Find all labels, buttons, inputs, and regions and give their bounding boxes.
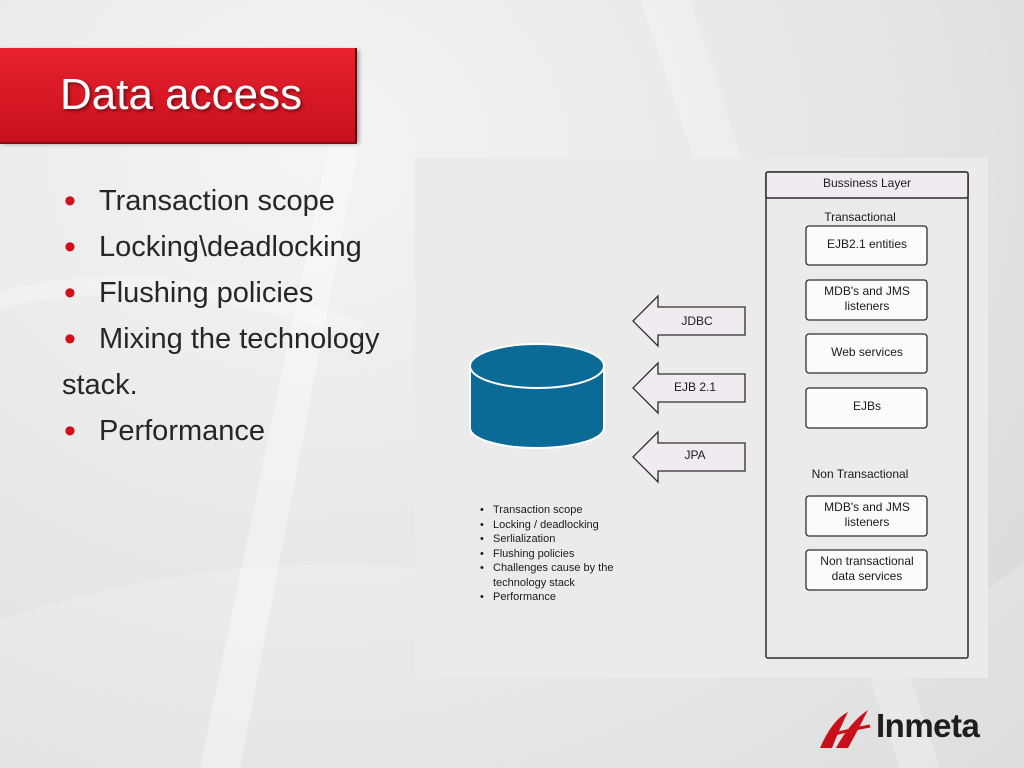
- transactional-label: Transactional: [824, 210, 896, 224]
- service-box-non-transactional-data: Non transactional data services: [805, 549, 928, 591]
- service-box-ejb21-entities: EJB2.1 entities: [805, 225, 928, 266]
- bullet-item: • Mixing the technology: [62, 316, 412, 362]
- bullet-text: Transaction scope: [99, 185, 335, 217]
- bullet-text: Mixing the technology: [99, 323, 380, 355]
- title-bar: [0, 48, 357, 142]
- bullet-continuation: stack.: [62, 369, 138, 401]
- list-item: Serlialization: [480, 532, 668, 547]
- service-box-label: Web services: [831, 345, 903, 359]
- service-box-label: listeners: [845, 515, 890, 529]
- architecture-diagram: JDBC EJB 2.1 JPA Bussiness Layer Transac…: [415, 158, 988, 678]
- non-transactional-label: Non Transactional: [812, 467, 909, 481]
- bullet-text: Performance: [99, 415, 266, 447]
- logo-wordmark: Inmeta: [876, 707, 980, 744]
- bullet-dot-icon: •: [64, 274, 76, 312]
- service-box-label: Non transactional: [820, 554, 913, 568]
- service-box-label: MDB's and JMS: [824, 500, 910, 514]
- bullet-text: Flushing policies: [99, 277, 314, 309]
- bullet-dot-icon: •: [64, 320, 76, 358]
- diagram-canvas: JDBC EJB 2.1 JPA Bussiness Layer Transac…: [469, 171, 969, 659]
- arrow-jpa: JPA: [632, 430, 746, 484]
- bullet-item: • Locking\deadlocking: [62, 224, 412, 270]
- diagram-notes-list: Transaction scope Locking / deadlocking …: [479, 503, 668, 605]
- list-item: Transaction scope: [480, 503, 668, 518]
- bullet-item: • Flushing policies: [62, 270, 412, 316]
- bullet-dot-icon: •: [64, 228, 76, 266]
- service-box-web-services: Web services: [805, 333, 928, 374]
- arrow-label: EJB 2.1: [674, 380, 716, 394]
- service-box-label: listeners: [845, 299, 890, 313]
- service-box-mdb-jms-non-transactional: MDB's and JMS listeners: [805, 495, 928, 537]
- bullet-item: • Performance: [62, 408, 412, 454]
- bullet-text: Locking\deadlocking: [99, 231, 362, 263]
- bullet-list: •Transaction scope •Locking\deadlocking …: [62, 178, 412, 454]
- arrow-label: JPA: [684, 448, 705, 462]
- service-box-label: EJB2.1 entities: [827, 237, 907, 251]
- service-box-label: data services: [832, 569, 903, 583]
- bullet-dot-icon: •: [64, 412, 76, 450]
- bullet-item: • Transaction scope: [62, 178, 412, 224]
- service-box-ejbs: EJBs: [805, 387, 928, 429]
- bullet-dot-icon: •: [64, 182, 76, 220]
- layer-title: Bussiness Layer: [823, 176, 911, 190]
- service-box-label: MDB's and JMS: [824, 284, 910, 298]
- list-item: Flushing policies: [480, 547, 668, 562]
- arrow-jdbc: JDBC: [632, 294, 746, 348]
- slide-title: Data access: [60, 70, 303, 119]
- list-item: Performance: [480, 590, 668, 605]
- database-cylinder-icon: [469, 343, 605, 449]
- list-item: Challenges cause by the technology stack: [480, 561, 668, 590]
- inmeta-logo-icon: [820, 710, 871, 748]
- arrow-ejb21: EJB 2.1: [632, 361, 746, 415]
- list-item: Locking / deadlocking: [480, 518, 668, 533]
- service-box-mdb-jms: MDB's and JMS listeners: [805, 279, 928, 321]
- service-box-label: EJBs: [853, 399, 881, 413]
- arrow-label: JDBC: [681, 314, 713, 328]
